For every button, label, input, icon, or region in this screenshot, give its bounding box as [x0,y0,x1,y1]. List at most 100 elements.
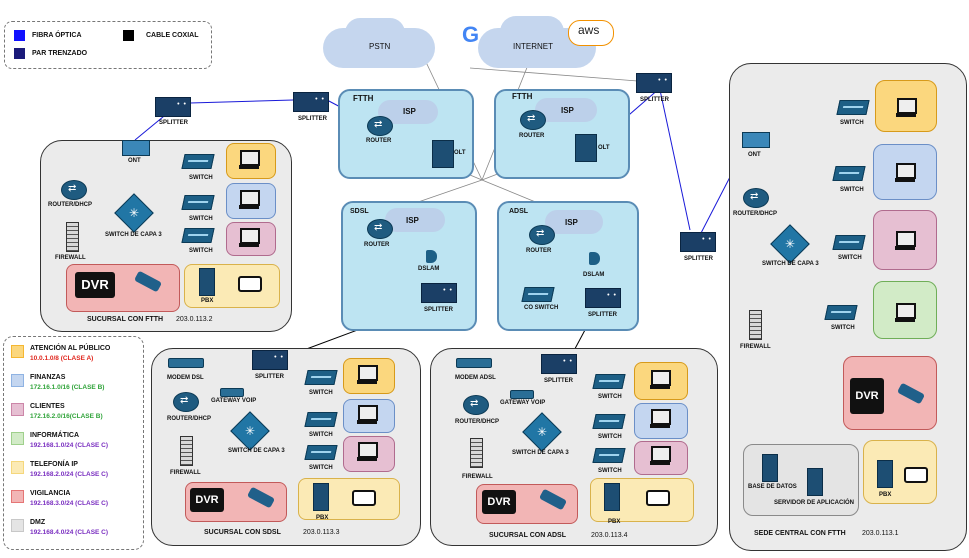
olt-label: OLT [598,145,610,151]
firewall-label: FIREWALL [55,255,86,261]
phone-icon [904,467,928,483]
zone-network: 192.168.4.0/24 (CLASE C) [30,529,109,536]
app-server-icon [807,468,823,496]
database-icon [762,454,778,482]
switch-icon [304,445,338,460]
pc-icon [357,405,378,424]
ont-icon [742,132,770,148]
modem-label: MODEM ADSL [455,375,496,381]
aws-icon [568,20,614,46]
ont-label: ONT [748,152,761,158]
isp-cloud [545,210,603,234]
pc-icon [895,163,916,182]
zone-name: ATENCIÓN AL PÚBLICO [30,345,111,352]
router-label: ROUTER [526,248,552,254]
pbx-label: PBX [879,492,892,498]
isp-cloud [385,208,445,232]
firewall-label: FIREWALL [170,470,201,476]
switch-label: SWITCH [598,434,622,440]
firewall-label: FIREWALL [462,474,493,480]
router-label: ROUTER/DHCP [733,211,778,217]
firewall-icon [749,310,762,340]
gateway-label: GATEWAY VOIP [211,398,257,404]
switch-icon [304,412,338,427]
fibra-swatch [14,30,25,41]
firewall-icon [180,436,193,466]
splitter-label: SPLITTER [255,374,285,380]
pbx-label: PBX [608,519,621,525]
app-server-label: SERVIDOR DE APLICACIÓN [774,500,855,506]
zone-network: 10.0.1.0/8 (CLASE A) [30,355,94,362]
google-icon: G [462,22,480,47]
l3-switch-label: SWITCH DE CAPA 3 [762,261,819,267]
isp-label: ISP [561,106,574,115]
splitter-label: SPLITTER [588,312,618,318]
branch-title: SUCURSAL CON SDSL [204,529,281,536]
switch-label: SWITCH [309,390,333,396]
olt-label: OLT [454,150,466,156]
switch-icon [592,374,626,389]
zone-swatch [11,374,24,387]
pc-icon [357,365,378,384]
pstn-cloud-puff [345,18,405,48]
branch-title: SUCURSAL CON ADSL [489,532,567,539]
pc-icon [896,98,917,117]
firewall-icon [66,222,79,252]
switch-icon [181,228,215,243]
aws-label: aws [578,23,600,37]
gateway-label: GATEWAY VOIP [500,400,546,406]
router-icon [520,110,546,130]
zone-clientes [873,210,937,270]
olt-icon [432,140,454,168]
pc-icon [239,150,260,169]
router-icon [173,392,199,412]
dvr-icon: DVR [482,490,516,514]
switch-icon [304,370,338,385]
isp-label: ISP [565,218,578,227]
switch-label: SWITCH [189,175,213,181]
splitter-icon [293,92,329,112]
cable-legend [4,21,212,69]
router-label: ROUTER [364,242,390,248]
dvr-icon: DVR [190,488,224,512]
router-icon [367,116,393,136]
database-label: BASE DE DATOS [748,484,797,490]
modem-icon [168,358,204,368]
hq-ip: 203.0.113.1 [862,530,899,537]
router-icon [743,188,769,208]
isp-box-title: FTTH [512,92,533,101]
branch-title: SUCURSAL CON FTTH [87,316,164,323]
switch-icon [836,100,870,115]
pbx-icon [877,460,893,488]
zone-swatch [11,519,24,532]
internet-cloud-puff [500,16,564,48]
switch-icon [592,448,626,463]
dvr-icon: DVR [75,272,115,298]
modem-label: MODEM DSL [167,375,204,381]
pc-icon [239,228,260,247]
switch-label: SWITCH [831,325,855,331]
branch-ip: 203.0.113.4 [591,532,628,539]
modem-icon [456,358,492,368]
splitter-icon [421,283,457,303]
zone-swatch [11,432,24,445]
branch-ip: 203.0.113.3 [303,529,340,536]
isp-label: ISP [406,216,419,225]
dvr-icon: DVR [850,378,884,414]
zone-swatch [11,403,24,416]
pc-icon [895,231,916,250]
olt-icon [575,134,597,162]
splitter-label: SPLITTER [159,120,189,126]
switch-label: SWITCH [189,248,213,254]
isp-box-title: SDSL [350,208,369,215]
phone-icon [238,276,262,292]
dslam-icon [426,250,437,263]
par-label: PAR TRENZADO [32,50,88,57]
isp-box-title: ADSL [509,208,529,215]
pc-icon [357,442,378,461]
router-label: ROUTER [519,133,545,139]
phone-icon [352,490,376,506]
switch-label: SWITCH [189,216,213,222]
splitter-label: SPLITTER [640,97,670,103]
zone-telefonia [863,440,937,504]
